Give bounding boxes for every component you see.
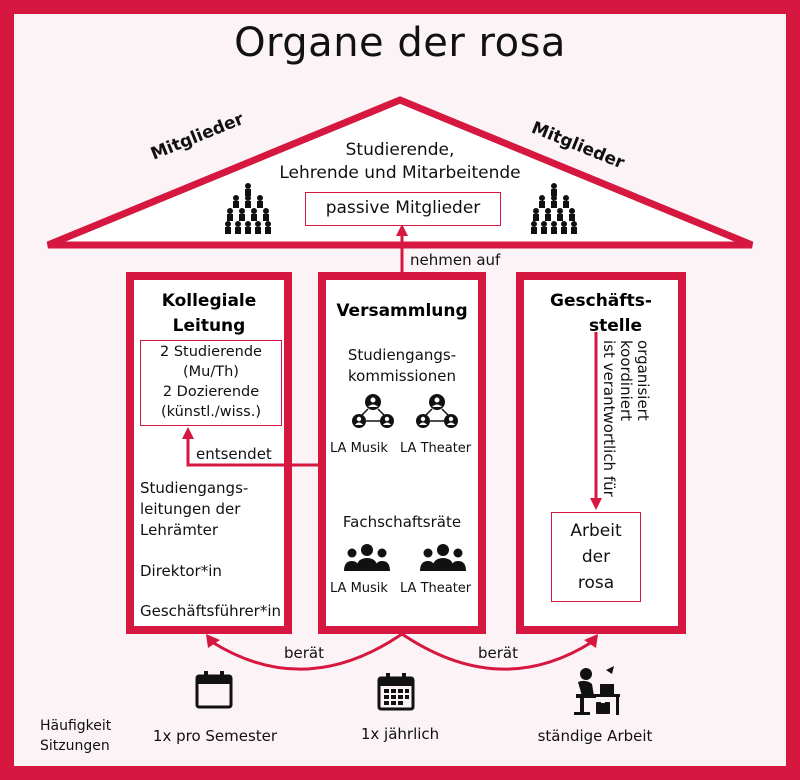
kollegiale-box-line: 2 Dozierende [162,384,260,400]
kollegiale-item-line: Studiengangs- [140,479,249,497]
kollegiale-members-box: 2 Studierende (Mu/Th) 2 Dozierende (küns… [140,340,282,426]
network-people-icon [416,394,458,428]
footer-label: Häufigkeit Sitzungen [40,716,111,756]
kollegiale-box-line: 2 Studierende [160,344,262,360]
arrowhead-up [396,224,408,236]
arbeit-line: Arbeit [570,521,622,541]
kollegiale-title-1: Kollegiale [161,291,257,311]
frequency-semester: 1x pro Semester [152,727,278,745]
kollegiale-box-line: (Mu/Th) [183,364,239,380]
kollegiale-box-line: (künstl./wiss.) [160,404,261,420]
calendar-icon [195,671,233,709]
kommissionen-line2: kommissionen [348,367,456,385]
berat-left-label: berät [284,644,324,662]
vertical-line: organisiert [634,340,652,421]
versammlung-title: Versammlung [336,301,468,321]
members-line1: Studierende, [345,140,455,160]
page-title: Organe der rosa [234,20,566,66]
fachschaft-title: Fachschaftsräte [342,513,462,531]
pillar-kollegiale [126,272,292,634]
fach-label-musik: LA Musik [330,581,388,596]
frequency-continuous: ständige Arbeit [537,727,653,745]
kollegiale-item-geschaeftsfuehrer: Geschäftsführer*in [140,602,282,620]
people-group-icon [225,183,271,234]
passive-members-label: passive Mitglieder [325,198,481,218]
calendar-grid-icon [377,673,415,711]
geschaeft-title-1: Geschäfts- [550,291,652,311]
people-group-icon [531,183,577,234]
kommissionen-line1: Studiengangs- [347,346,457,364]
vertical-line: koordiniert [617,340,635,422]
passive-members-box: passive Mitglieder [305,192,501,226]
arrowhead-down [590,498,602,510]
three-people-icon [344,544,390,571]
three-people-icon [420,544,466,571]
arrowhead-berat-right [584,634,598,648]
roof [46,96,754,249]
footer-label-line1: Häufigkeit [40,718,112,734]
network-people-icon [352,394,394,428]
fach-label-theater: LA Theater [400,581,472,596]
kollegiale-item-direktor: Direktor*in [140,562,222,580]
desk-worker-icon [574,666,620,715]
frequency-yearly: 1x jährlich [360,725,440,743]
arbeit-line: rosa [577,573,615,593]
arrowhead-berat-left [206,634,220,648]
komm-label-theater: LA Theater [400,441,472,456]
members-line2: Lehrende und Mitarbeitende [279,163,521,183]
geschaeft-vertical-text: organisiert koordiniert ist verantwortli… [600,340,652,510]
entsendet-label: entsendet [196,445,272,463]
nehmen-auf-label: nehmen auf [410,251,501,269]
vertical-line: ist verantwortlich für [600,340,618,497]
kollegiale-item-studiengang: Studiengangs- leitungen der Lehrämter [140,478,280,541]
arbeit-line: der [581,547,611,567]
geschaeft-title-2: stelle [589,316,642,336]
arbeit-box: Arbeit der rosa [551,512,641,602]
footer-label-line2: Sitzungen [40,738,110,754]
kollegiale-item-line: Lehrämter [140,521,219,539]
komm-label-musik: LA Musik [330,441,388,456]
arrowhead-entsendet [182,427,194,439]
kollegiale-title-2: Leitung [172,316,246,336]
kollegiale-item-line: leitungen der [140,500,241,518]
berat-right-label: berät [478,644,518,662]
pillar-geschaeft [516,272,686,634]
